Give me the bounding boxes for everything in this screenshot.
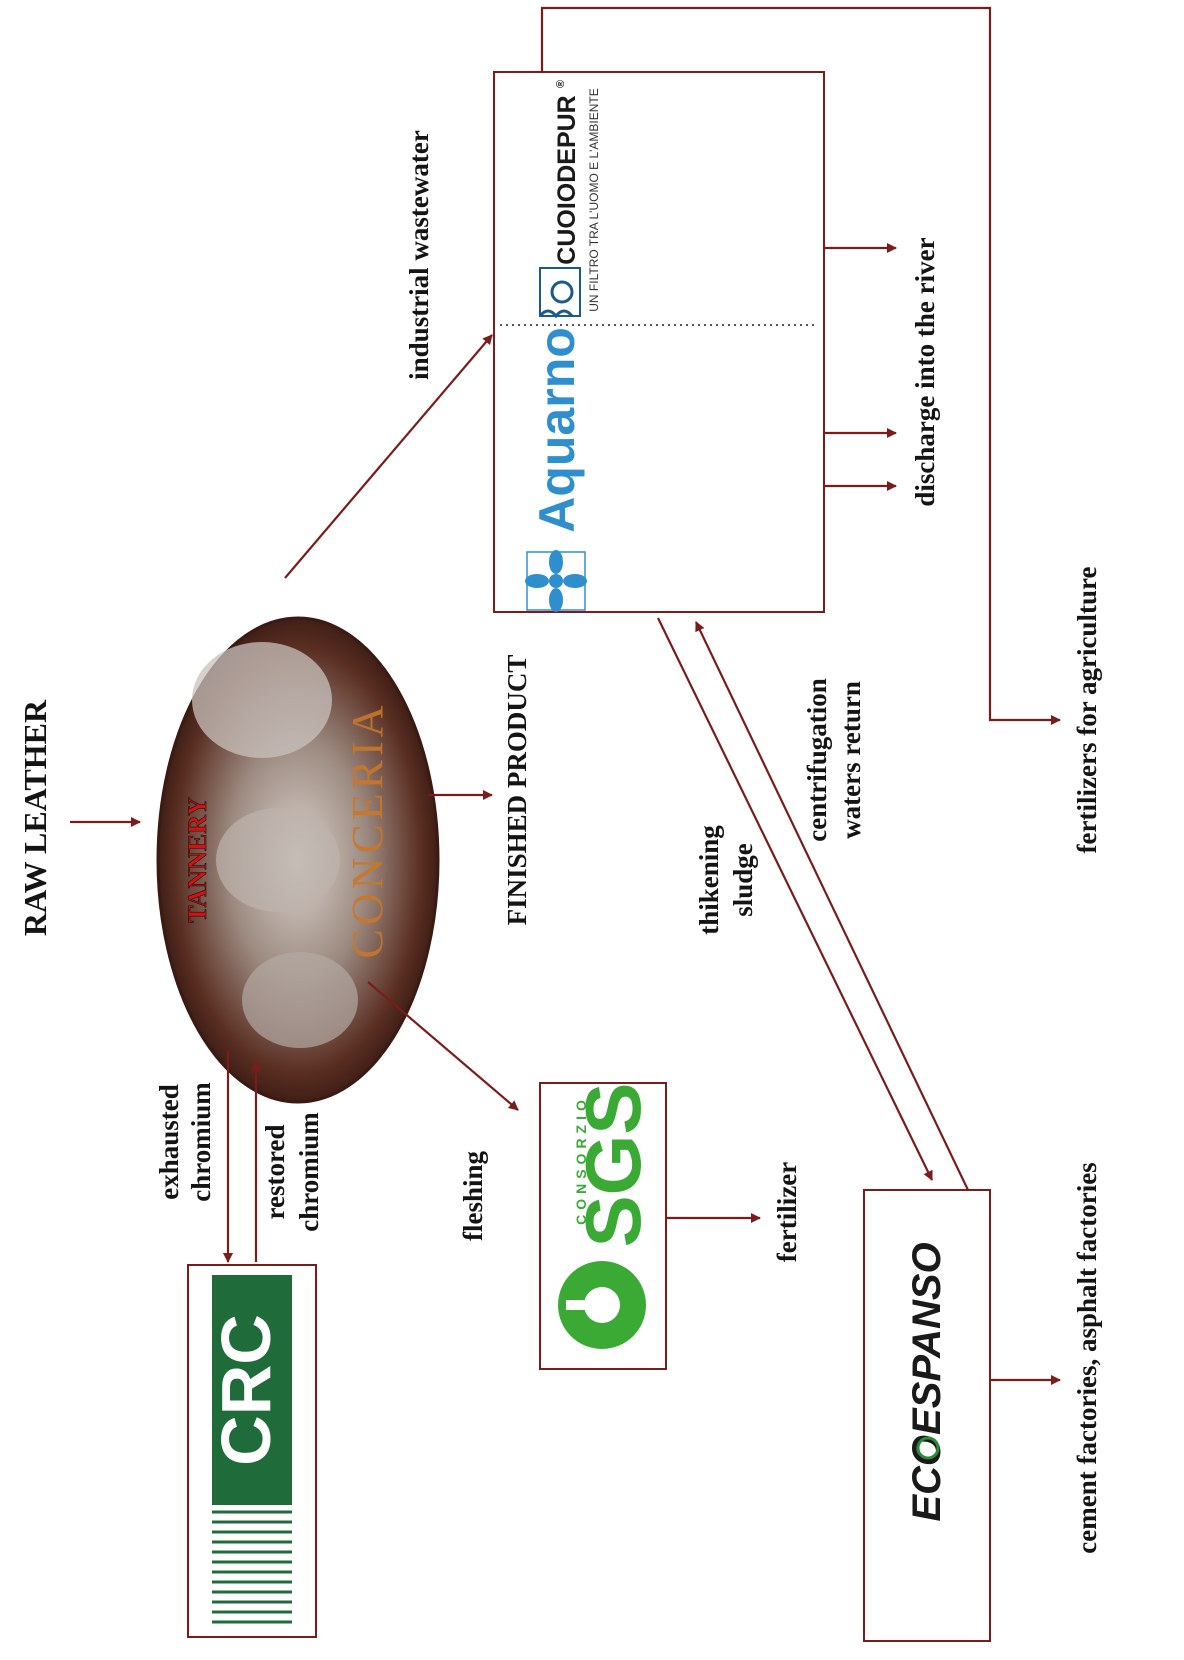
centrifugation-label-1: centrifugation — [802, 678, 832, 841]
drop-icon — [550, 280, 574, 304]
treatment-plant-box: Aquarno CUOIODEPUR ® UN FILTRO TRA L'UOM… — [493, 71, 825, 613]
fertilizers-agriculture-label: fertilizers for agriculture — [1072, 567, 1102, 854]
tannery-node: TANNERY CONCERIA — [156, 616, 440, 1104]
ecoespanso-swirl-icon — [916, 1436, 940, 1460]
thikening-sludge-label-2: sludge — [728, 843, 758, 917]
finished-product-label: FINISHED PRODUCT — [502, 655, 532, 926]
restored-chromium-label-1: restored — [260, 1125, 290, 1220]
crc-wordmark: CRC — [207, 1314, 285, 1466]
arrow-tannery-to-wastewater — [284, 334, 493, 579]
drum-shape — [192, 642, 332, 758]
drum-shape — [242, 952, 358, 1048]
crc-stripes — [212, 1510, 292, 1624]
fleshing-label: fleshing — [458, 1150, 488, 1241]
crc-box: CRC — [187, 1264, 317, 1638]
cuoiodepur-registered: ® — [555, 80, 567, 88]
industrial-wastewater-label: industrial wastewater — [404, 130, 434, 380]
exhausted-chromium-label-2: chromium — [186, 1082, 216, 1202]
cement-asphalt-label: cement factories, asphalt factories — [1072, 1162, 1102, 1553]
cuoiodepur-tagline: UN FILTRO TRA L'UOMO E L'AMBIENTE — [587, 88, 601, 312]
ecoespanso-wordmark: ECOESPANSO — [905, 1242, 949, 1521]
arrow-thikening-sludge — [657, 617, 933, 1181]
raw-leather-label: RAW LEATHER — [17, 699, 53, 936]
restored-chromium-label-2: chromium — [294, 1112, 324, 1232]
arrow-tannery-to-fleshing — [367, 981, 519, 1111]
thikening-sludge-label-1: thikening — [694, 825, 724, 935]
ecoespanso-box: ECOESPANSO — [863, 1189, 991, 1642]
fertilizer-label: fertilizer — [772, 1162, 802, 1262]
conceria-label: CONCERIA — [343, 702, 392, 959]
consorzio-wordmark: CONSORZIO — [573, 1095, 589, 1225]
arrow-to-fertilizers-agriculture — [540, 6, 1061, 725]
centrifugation-label-2: waters return — [836, 681, 866, 839]
flow-arrows — [70, 6, 1061, 1385]
sgs-box: CONSORZIO SGS — [539, 1082, 667, 1370]
aquarno-wordmark: Aquarno — [529, 327, 585, 533]
tannery-label: TANNERY — [183, 797, 212, 923]
cuoiodepur-logo: CUOIODEPUR ® UN FILTRO TRA L'UOMO E L'AM… — [538, 80, 601, 319]
crc-logo-block — [212, 1275, 292, 1505]
sgs-wordmark: SGS — [569, 1083, 657, 1248]
drum-shape — [216, 808, 340, 912]
exhausted-chromium-label-1: exhausted — [154, 1084, 184, 1200]
fan-icon — [549, 574, 563, 588]
arrow-centrifugation-return — [695, 621, 969, 1191]
aquarno-logo: Aquarno — [525, 327, 587, 612]
discharge-river-label: discharge into the river — [910, 237, 940, 506]
cuoiodepur-wordmark: CUOIODEPUR — [553, 95, 581, 264]
